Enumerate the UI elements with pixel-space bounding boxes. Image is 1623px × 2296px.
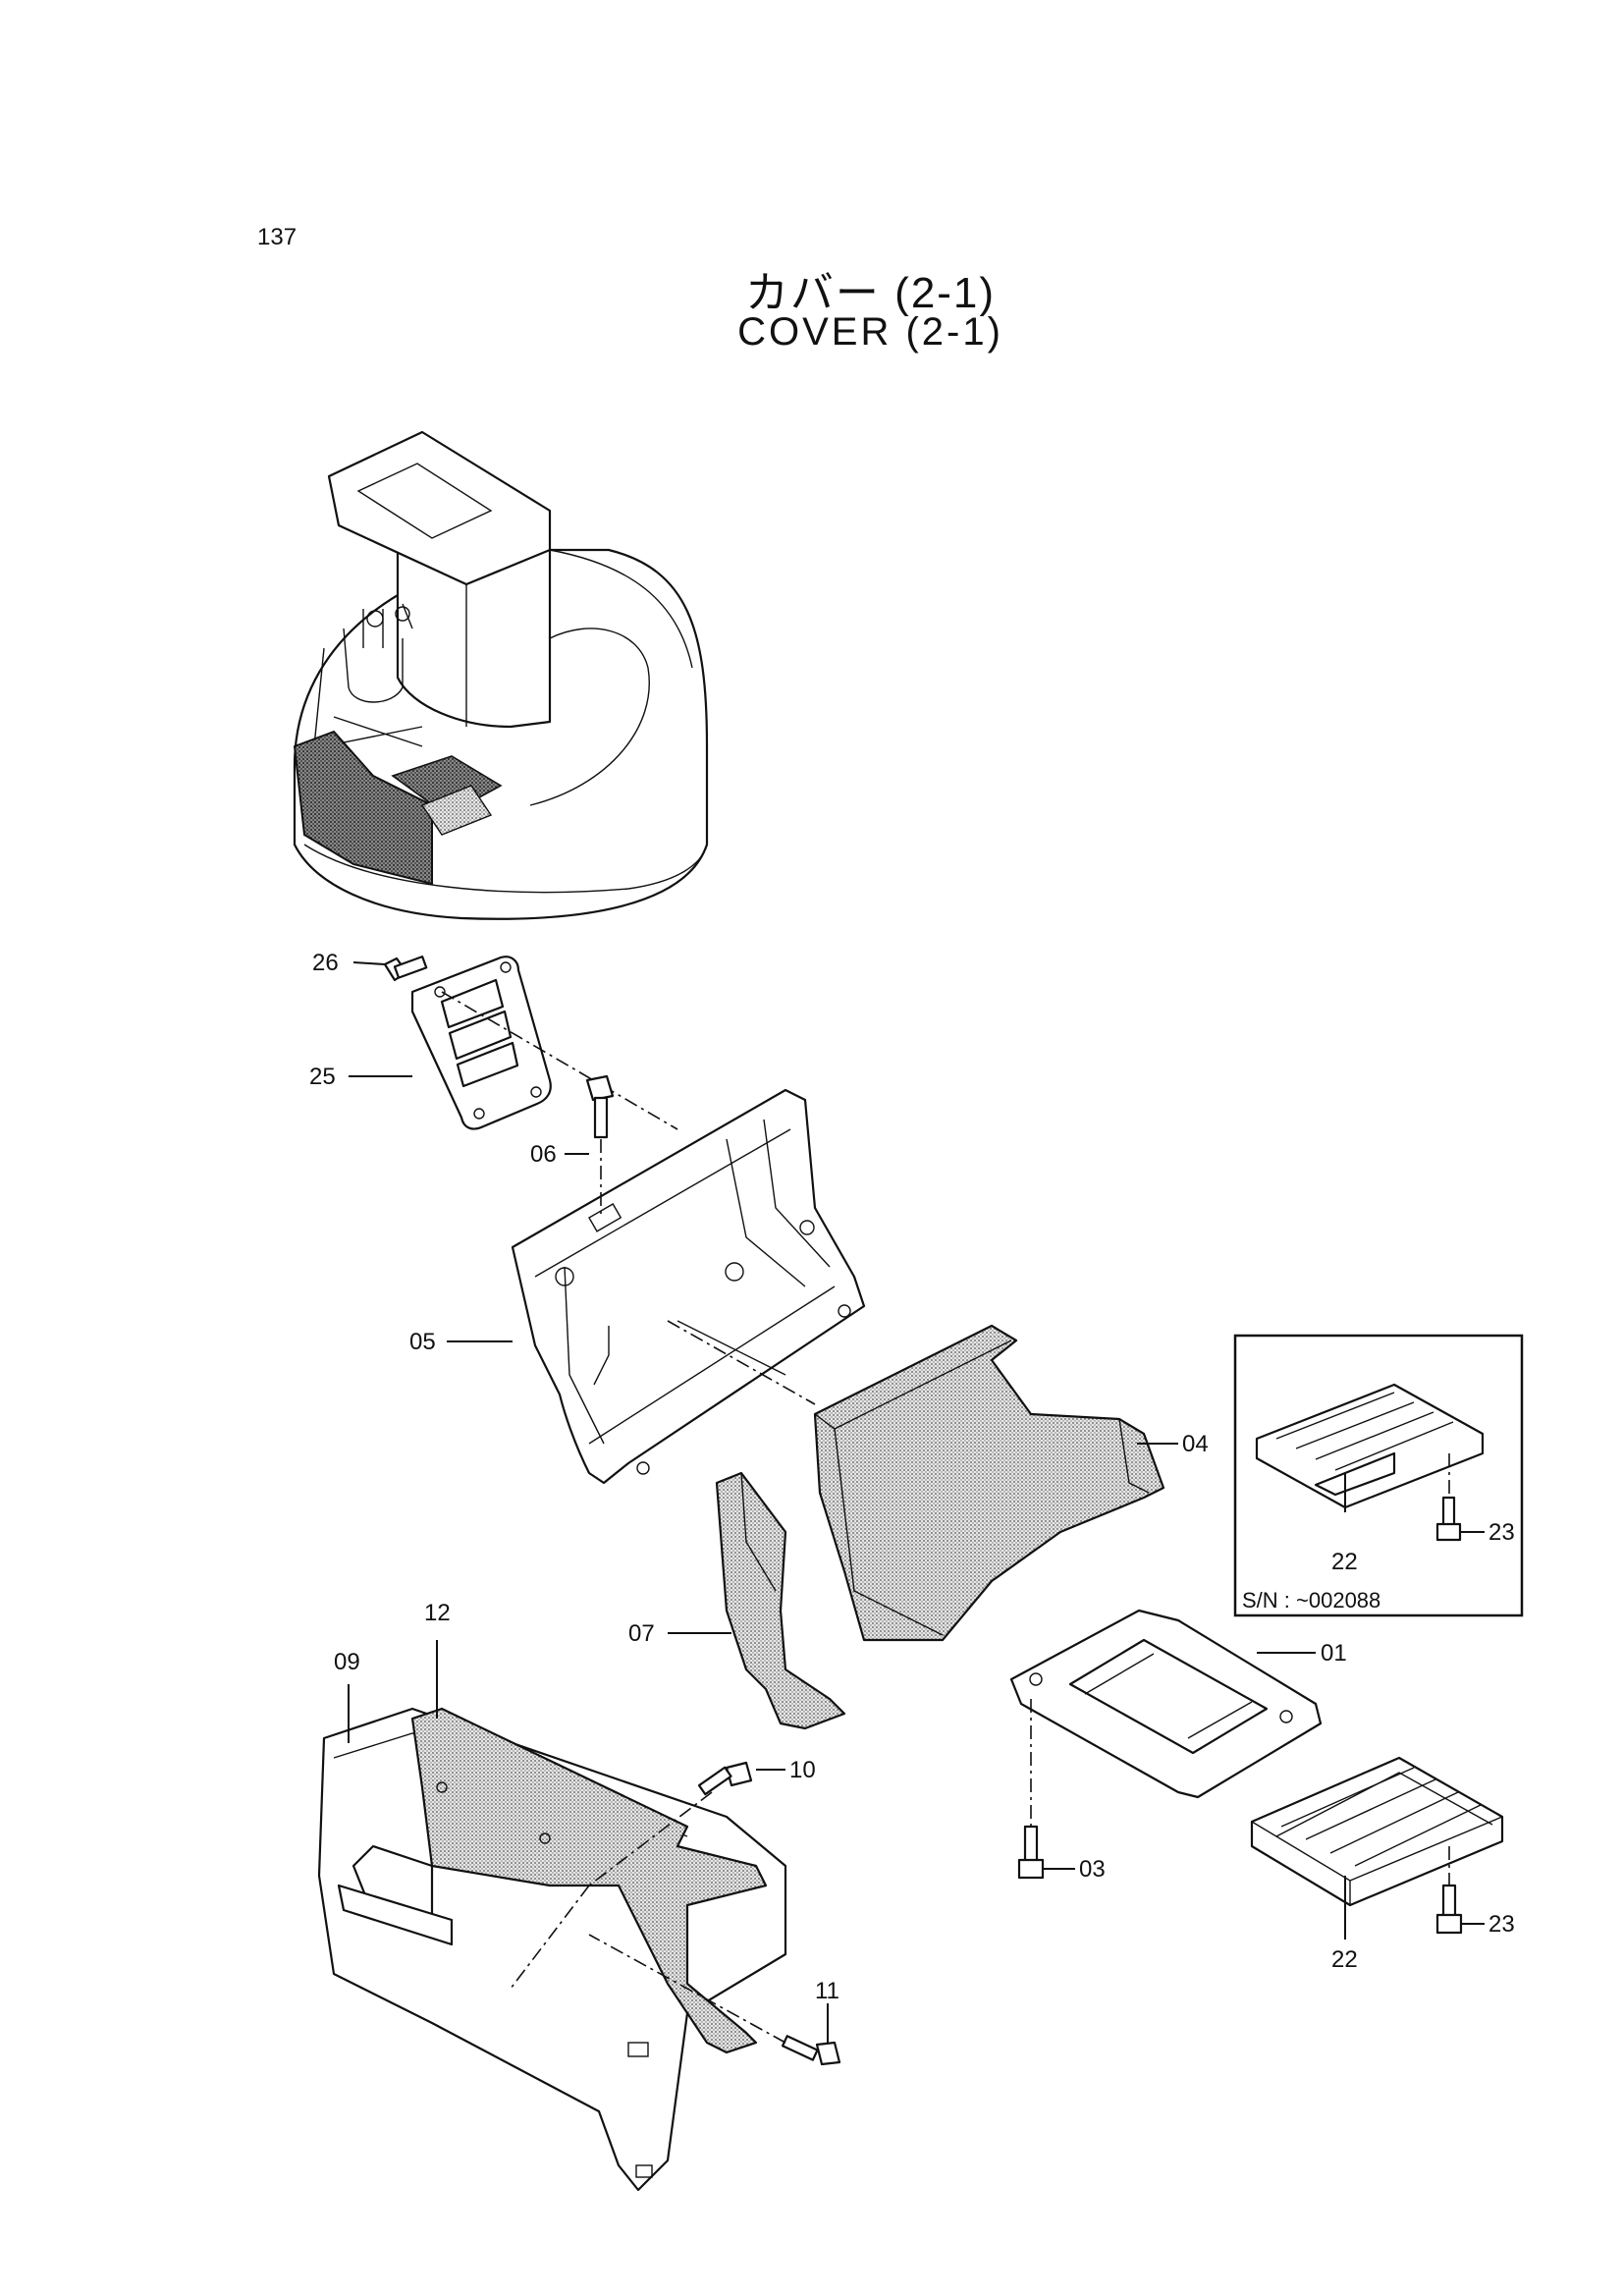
part-04-floor: [813, 1324, 1165, 1642]
bolt-10: [697, 1761, 753, 1796]
bolt-11: [781, 2035, 841, 2066]
title-english: COVER (2-1): [737, 310, 1003, 354]
title-japanese: カバー (2-1): [744, 269, 997, 317]
callout-06: 06: [530, 1141, 557, 1168]
part-22-grate-lower: [1250, 1756, 1504, 1907]
bolt-26: [383, 956, 428, 982]
callout-07: 07: [628, 1620, 655, 1647]
part-07-side: [715, 1471, 846, 1730]
machine-overview: [293, 430, 709, 920]
callout-26: 26: [312, 950, 339, 976]
callout-10: 10: [789, 1757, 816, 1783]
inset-box: [1233, 1334, 1524, 1617]
callout-22-lower: 22: [1331, 1946, 1358, 1973]
callout-23-inset: 23: [1488, 1519, 1515, 1546]
part-12-panel: [410, 1707, 768, 2054]
callout-12: 12: [424, 1600, 451, 1626]
bolt-23-lower: [1435, 1884, 1463, 1935]
callout-22-inset: 22: [1331, 1549, 1358, 1575]
callout-11: 11: [815, 1978, 839, 2004]
inset-serial-note: S/N : ~002088: [1242, 1588, 1380, 1613]
callout-05: 05: [409, 1329, 436, 1355]
callout-03: 03: [1079, 1856, 1106, 1883]
part-01-plate: [1009, 1609, 1323, 1799]
leader-lines: [348, 961, 1485, 2043]
page-number: 137: [257, 224, 298, 250]
callout-09: 09: [334, 1649, 360, 1675]
part-25-plate: [410, 956, 552, 1130]
part-05-cover: [511, 1088, 866, 1485]
callout-25: 25: [309, 1064, 336, 1090]
callout-04: 04: [1182, 1431, 1209, 1457]
callout-01: 01: [1321, 1640, 1347, 1667]
bolt-03: [1017, 1825, 1045, 1880]
bolt-23-inset: [1435, 1496, 1462, 1542]
bolt-06: [585, 1074, 615, 1139]
callout-23-lower: 23: [1488, 1911, 1515, 1938]
